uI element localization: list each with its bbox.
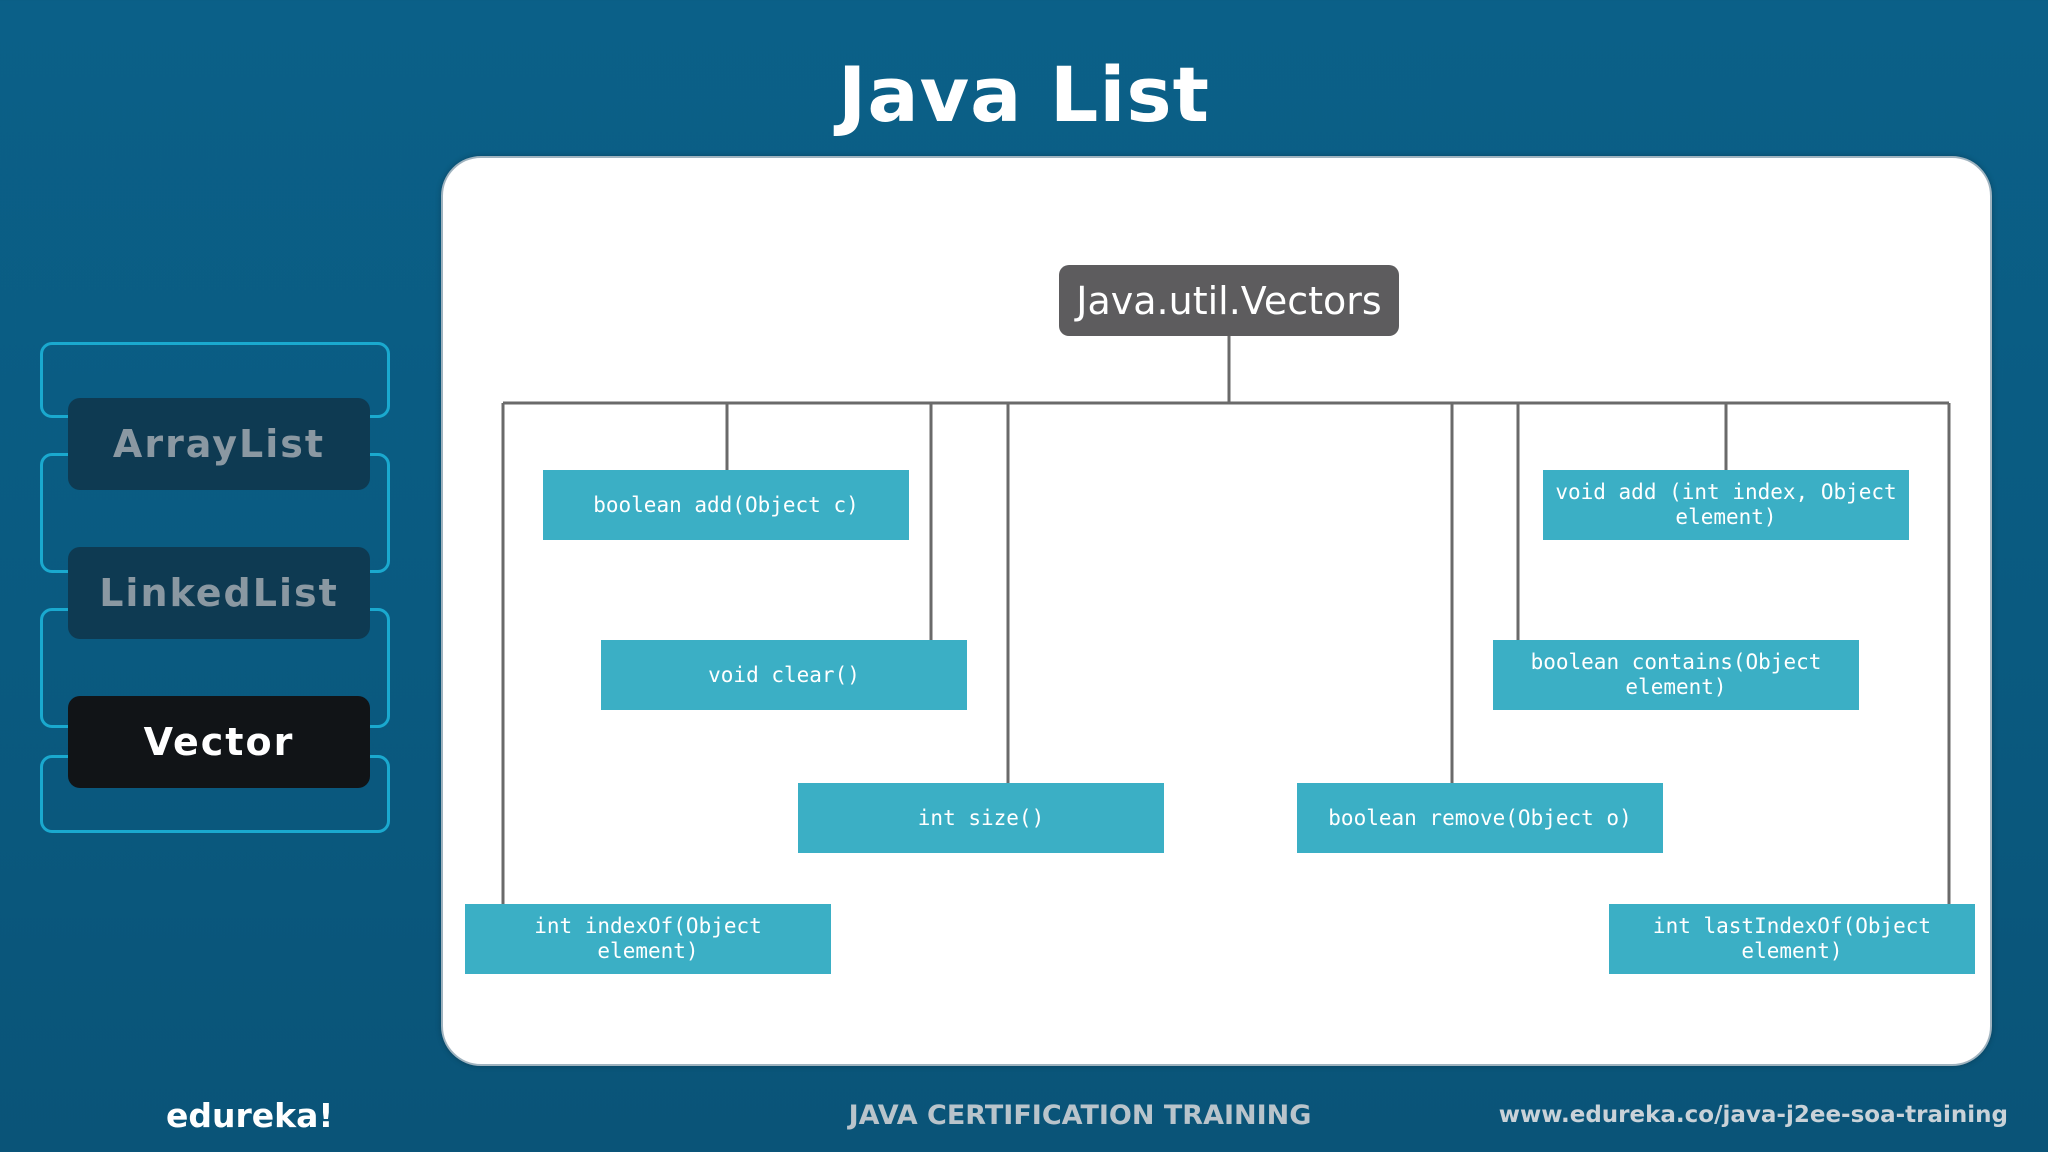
tab-linkedlist[interactable]: LinkedList <box>68 547 370 639</box>
tab-arraylist[interactable]: ArrayList <box>68 398 370 490</box>
method-remove: boolean remove(Object o) <box>1297 783 1663 853</box>
method-lastindexof: int lastIndexOf(Object element) <box>1609 904 1975 974</box>
root-node-vectors: Java.util.Vectors <box>1059 265 1399 336</box>
method-contains: boolean contains(Object element) <box>1493 640 1859 710</box>
course-url[interactable]: www.edureka.co/java-j2ee-soa-training <box>1498 1102 2008 1128</box>
edureka-logo: edureka! <box>166 1096 334 1135</box>
course-title: JAVA CERTIFICATION TRAINING <box>848 1100 1312 1131</box>
method-clear: void clear() <box>601 640 967 710</box>
method-add-index: void add (int index, Object element) <box>1543 470 1909 540</box>
method-indexof: int indexOf(Object element) <box>465 904 831 974</box>
tab-vector[interactable]: Vector <box>68 696 370 788</box>
method-add: boolean add(Object c) <box>543 470 909 540</box>
method-size: int size() <box>798 783 1164 853</box>
page-title: Java List <box>838 50 1210 139</box>
